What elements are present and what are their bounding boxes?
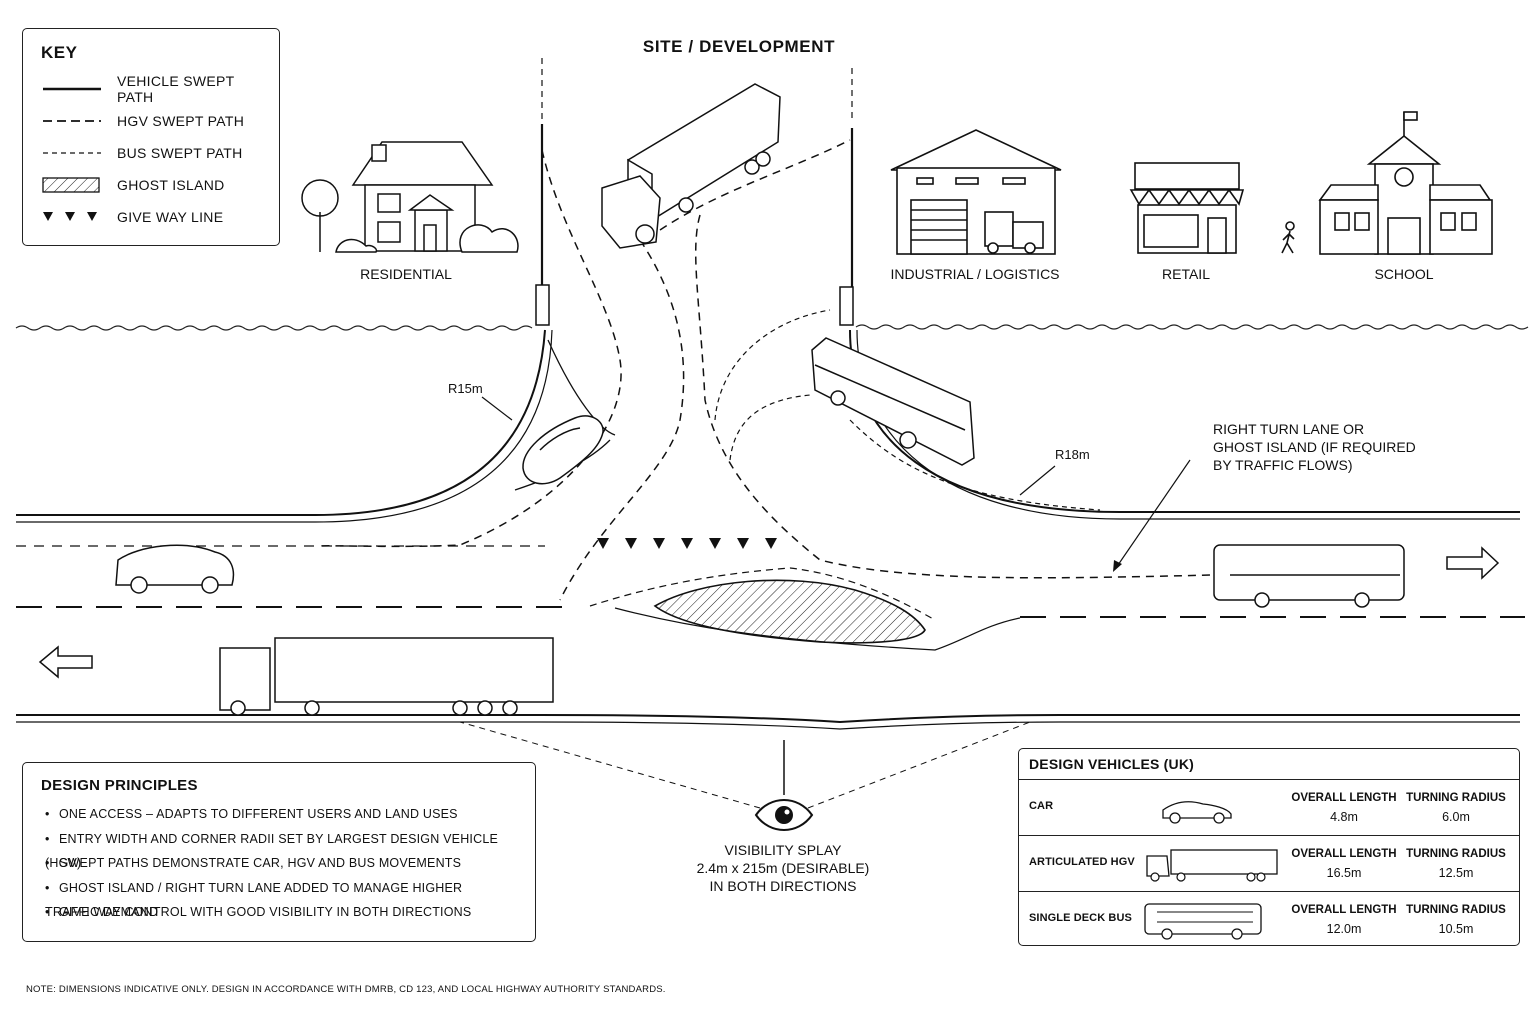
car-icon bbox=[522, 415, 604, 485]
hgv-icon bbox=[1146, 849, 1278, 882]
pedestrian-icon bbox=[1281, 221, 1295, 254]
svg-text:VISIBILITY SPLAY: VISIBILITY SPLAY bbox=[725, 842, 843, 858]
solid-line-icon bbox=[43, 87, 101, 91]
key-row-hgv: HGV SWEPT PATH bbox=[41, 105, 261, 137]
vehicle-name: CAR bbox=[1029, 800, 1054, 812]
car-icon bbox=[1162, 801, 1232, 824]
radius-label-right: R18m bbox=[1055, 447, 1090, 462]
design-principles-panel: DESIGN PRINCIPLES ONE ACCESS – ADAPTS TO… bbox=[22, 762, 536, 942]
hgv-main-road-icon bbox=[219, 637, 554, 716]
visibility-splay bbox=[459, 721, 1031, 809]
arrow-east-icon bbox=[1446, 546, 1500, 580]
house-icon bbox=[301, 141, 519, 253]
school-icon bbox=[1318, 111, 1493, 255]
key-panel: KEY VEHICLE SWEPT PATH HGV SWEPT PATH BU… bbox=[22, 28, 280, 246]
hatched-box-icon bbox=[42, 177, 100, 193]
ghost-island-note: RIGHT TURN LANE OR GHOST ISLAND (IF REQU… bbox=[1213, 421, 1416, 473]
table-row: CAR OVERALL LENGTH 4.8m TURNING RADIUS 6.0… bbox=[1019, 780, 1519, 836]
hgv-icon bbox=[601, 83, 781, 249]
eye-icon bbox=[754, 799, 814, 831]
design-vehicles-title: DESIGN VEHICLES (UK) bbox=[1019, 749, 1519, 780]
key-row-give-way: GIVE WAY LINE bbox=[41, 201, 261, 233]
radius-label-left: R15m bbox=[448, 381, 483, 396]
svg-text:IN BOTH DIRECTIONS: IN BOTH DIRECTIONS bbox=[709, 878, 856, 894]
key-title: KEY bbox=[41, 43, 78, 62]
radius-header: TURNING RADIUS bbox=[1406, 792, 1506, 804]
svg-text:RIGHT TURN LANE OR: RIGHT TURN LANE OR bbox=[1213, 421, 1364, 437]
length-header: OVERALL LENGTH bbox=[1291, 792, 1397, 804]
design-principles-list: ONE ACCESS – ADAPTS TO DIFFERENT USERS A… bbox=[41, 802, 517, 925]
hedge-line-right bbox=[855, 324, 1529, 330]
bus-icon bbox=[811, 337, 975, 466]
land-use-school: SCHOOL bbox=[1374, 266, 1433, 282]
visibility-text: VISIBILITY SPLAY 2.4m x 215m (DESIRABLE)… bbox=[697, 842, 870, 894]
key-row-ghost-island: GHOST ISLAND bbox=[41, 169, 261, 201]
site-boundary bbox=[535, 58, 854, 326]
shop-icon bbox=[1129, 162, 1245, 254]
svg-text:BY TRAFFIC FLOWS): BY TRAFFIC FLOWS) bbox=[1213, 457, 1353, 473]
svg-text:GHOST ISLAND (IF REQUIRED: GHOST ISLAND (IF REQUIRED bbox=[1213, 439, 1416, 455]
give-way-triangles-icon bbox=[43, 212, 97, 221]
svg-text:2.4m x 215m (DESIRABLE): 2.4m x 215m (DESIRABLE) bbox=[697, 860, 870, 876]
hedge-line bbox=[15, 325, 533, 331]
ghost-island bbox=[653, 579, 926, 644]
short-dashed-line-icon bbox=[43, 152, 101, 154]
swept-paths bbox=[319, 139, 1211, 601]
key-row-vehicle: VEHICLE SWEPT PATH bbox=[41, 73, 261, 105]
list-item: ENTRY WIDTH AND CORNER RADII SET BY LARG… bbox=[45, 827, 517, 871]
arrow-west-icon bbox=[38, 645, 93, 679]
list-item: SWEPT PATHS DEMONSTRATE CAR, HGV AND BUS… bbox=[45, 851, 517, 876]
ghost-island-leader bbox=[1117, 459, 1191, 566]
land-use-retail: RETAIL bbox=[1162, 266, 1210, 282]
main-road bbox=[16, 329, 1525, 730]
land-use-residential: RESIDENTIAL bbox=[360, 266, 452, 282]
bus-main-road-icon bbox=[1213, 544, 1405, 608]
list-item: GHOST ISLAND / RIGHT TURN LANE ADDED TO … bbox=[45, 876, 517, 920]
warehouse-icon bbox=[890, 129, 1062, 255]
length-value: 4.8m bbox=[1330, 810, 1358, 824]
vehicle-name: ARTICULATED HGV bbox=[1029, 856, 1135, 868]
give-way-line bbox=[597, 538, 777, 549]
list-item: GIVE WAY CONTROL WITH GOOD VISIBILITY IN… bbox=[45, 900, 517, 925]
design-vehicles-panel: DESIGN VEHICLES (UK) CAR OVERALL LENGTH 4… bbox=[1018, 748, 1520, 946]
radius-leader-right bbox=[1019, 465, 1056, 496]
car-main-road-icon bbox=[115, 544, 235, 594]
list-item: ONE ACCESS – ADAPTS TO DIFFERENT USERS A… bbox=[45, 802, 517, 827]
diagram-title: SITE / DEVELOPMENT bbox=[643, 37, 835, 56]
vehicle-name: SINGLE DECK BUS bbox=[1029, 912, 1132, 924]
design-principles-title: DESIGN PRINCIPLES bbox=[41, 777, 198, 794]
land-use-industrial: INDUSTRIAL / LOGISTICS bbox=[890, 266, 1059, 282]
dashed-line-icon bbox=[43, 120, 101, 122]
key-row-bus: BUS SWEPT PATH bbox=[41, 137, 261, 169]
radius-value: 6.0m bbox=[1442, 810, 1470, 824]
footnote: NOTE: DIMENSIONS INDICATIVE ONLY. DESIGN… bbox=[26, 984, 666, 995]
radius-leader-left bbox=[481, 396, 513, 421]
bus-icon bbox=[1144, 903, 1262, 940]
